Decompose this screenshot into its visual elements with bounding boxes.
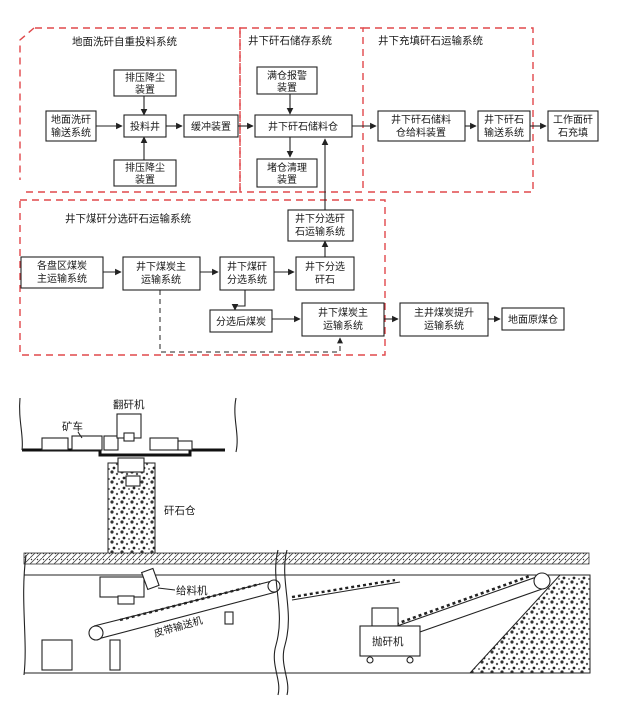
box-raw-bunker: 地面原煤仓 bbox=[501, 307, 565, 331]
box-sep-transport-line-2: 石运输系统 bbox=[295, 225, 345, 238]
region-frame-storage bbox=[239, 27, 364, 193]
section-break-2 bbox=[282, 549, 289, 696]
label-thrower: 抛矸机 bbox=[372, 635, 404, 648]
box-fill-conveyor-line-1: 井下矸石 bbox=[484, 113, 524, 126]
box-dust-2-line-2: 装置 bbox=[135, 173, 155, 186]
box-sep-gangue: 井下分选 矸石 bbox=[295, 256, 355, 291]
region-title-surface: 地面洗矸自重投料系统 bbox=[72, 35, 177, 48]
box-full-alarm-line-1: 满仓报警 bbox=[267, 69, 307, 82]
surface-break-line bbox=[234, 397, 238, 453]
box-clean-line-1: 堵仓清理 bbox=[267, 161, 307, 174]
box-district-coal-line-1: 各盘区煤炭 bbox=[37, 259, 87, 272]
box-main-coal-2: 井下煤炭主 运输系统 bbox=[301, 302, 385, 337]
belt-load-1 bbox=[119, 582, 261, 622]
box-dust-1-line-1: 排压降尘 bbox=[125, 71, 165, 84]
box-full-alarm: 满仓报警 装置 bbox=[256, 66, 318, 95]
box-surface-conveyor-line-1: 地面洗矸 bbox=[51, 113, 91, 126]
box-surface-conveyor: 地面洗矸 输送系统 bbox=[45, 110, 97, 142]
thrower-machine bbox=[359, 625, 421, 657]
box-district-coal-line-2: 主运输系统 bbox=[37, 272, 87, 285]
box-bin-feeder-line-2: 仓给料装置 bbox=[396, 126, 446, 139]
box-main-coal-2-line-2: 运输系统 bbox=[323, 319, 363, 332]
region-title-separation: 井下煤矸分选矸石运输系统 bbox=[65, 212, 191, 225]
strata-band bbox=[23, 552, 590, 565]
region-frame-fill bbox=[363, 27, 534, 193]
box-sep-gangue-line-1: 井下分选 bbox=[305, 260, 345, 273]
box-bin: 井下矸石储料仓 bbox=[254, 114, 353, 138]
box-separation-line-1: 井下煤矸 bbox=[227, 260, 267, 273]
box-district-coal: 各盘区煤炭 主运输系统 bbox=[20, 256, 104, 289]
box-separation: 井下煤矸 分选系统 bbox=[219, 256, 275, 291]
region-title-fill: 井下充填矸石运输系统 bbox=[378, 34, 483, 47]
box-face-fill: 工作面矸 石充填 bbox=[547, 110, 599, 142]
box-main-coal-1-line-2: 运输系统 bbox=[141, 273, 181, 286]
label-mine-car: 矿车 bbox=[62, 420, 83, 433]
box-dust-1: 排压降尘 装置 bbox=[113, 69, 177, 97]
box-main-coal-1: 井下煤炭主 运输系统 bbox=[122, 256, 201, 291]
mine-car-left bbox=[41, 437, 69, 451]
box-buffer: 缓冲装置 bbox=[183, 114, 239, 138]
region-title-storage: 井下矸石储存系统 bbox=[248, 34, 332, 47]
box-hoist: 主井煤炭提升 运输系统 bbox=[399, 302, 489, 337]
box-fill-conveyor-line-2: 输送系统 bbox=[484, 126, 524, 139]
surface-ground-line bbox=[22, 448, 225, 457]
box-buffer-label: 缓冲装置 bbox=[191, 120, 231, 133]
box-sep-coal: 分选后煤炭 bbox=[209, 309, 273, 333]
region-frame-surface-left bbox=[19, 27, 35, 180]
box-bin-feeder: 井下矸石储料 仓给料装置 bbox=[377, 110, 466, 142]
box-separation-line-2: 分选系统 bbox=[227, 273, 267, 286]
box-sep-transport-line-1: 井下分选矸 bbox=[295, 212, 345, 225]
box-sep-transport: 井下分选矸 石运输系统 bbox=[287, 209, 354, 242]
box-raw-bunker-label: 地面原煤仓 bbox=[508, 313, 558, 326]
left-break-line bbox=[19, 397, 23, 451]
box-full-alarm-line-2: 装置 bbox=[277, 81, 297, 94]
box-bin-feeder-line-1: 井下矸石储料 bbox=[391, 113, 451, 126]
box-dust-2-line-1: 排压降尘 bbox=[125, 161, 165, 174]
filled-gob bbox=[468, 574, 591, 674]
flowchart: 地面洗矸自重投料系统 井下矸石储存系统 井下充填矸石运输系统 井下煤矸分选矸石运… bbox=[19, 27, 599, 356]
mine-car-right bbox=[71, 435, 103, 451]
box-dust-2: 排压降尘 装置 bbox=[113, 159, 177, 187]
label-tipper: 翻矸机 bbox=[113, 398, 145, 411]
section-break-1 bbox=[273, 549, 280, 696]
box-face-fill-line-2: 石充填 bbox=[558, 126, 588, 139]
region-frame-separation bbox=[19, 199, 386, 356]
box-main-coal-1-line-1: 井下煤炭主 bbox=[136, 260, 186, 273]
label-feeder: 给料机 bbox=[176, 584, 208, 597]
box-fill-conveyor: 井下矸石 输送系统 bbox=[477, 110, 531, 142]
box-clean-line-2: 装置 bbox=[277, 173, 297, 186]
box-sep-coal-label: 分选后煤炭 bbox=[216, 315, 266, 328]
box-feed-shaft-label: 投料井 bbox=[130, 120, 160, 133]
box-surface-conveyor-line-2: 输送系统 bbox=[51, 126, 91, 139]
box-hoist-line-1: 主井煤炭提升 bbox=[414, 306, 474, 319]
box-dust-1-line-2: 装置 bbox=[135, 83, 155, 96]
box-sep-gangue-line-2: 矸石 bbox=[315, 274, 335, 286]
box-face-fill-line-1: 工作面矸 bbox=[553, 114, 593, 126]
box-clean: 堵仓清理 装置 bbox=[256, 158, 318, 188]
box-bin-label: 井下矸石储料仓 bbox=[268, 120, 338, 133]
region-frame-surface bbox=[22, 27, 241, 193]
box-hoist-line-2: 运输系统 bbox=[424, 319, 464, 332]
mine-illustration: 矿车 翻矸机 矸石仓 给料机 皮带输送机 bbox=[19, 397, 591, 696]
box-feed-shaft: 投料井 bbox=[123, 114, 167, 138]
label-gangue-bin: 矸石仓 bbox=[164, 504, 196, 517]
feeder-machine bbox=[99, 576, 145, 598]
box-main-coal-2-line-1: 井下煤炭主 bbox=[318, 306, 368, 319]
